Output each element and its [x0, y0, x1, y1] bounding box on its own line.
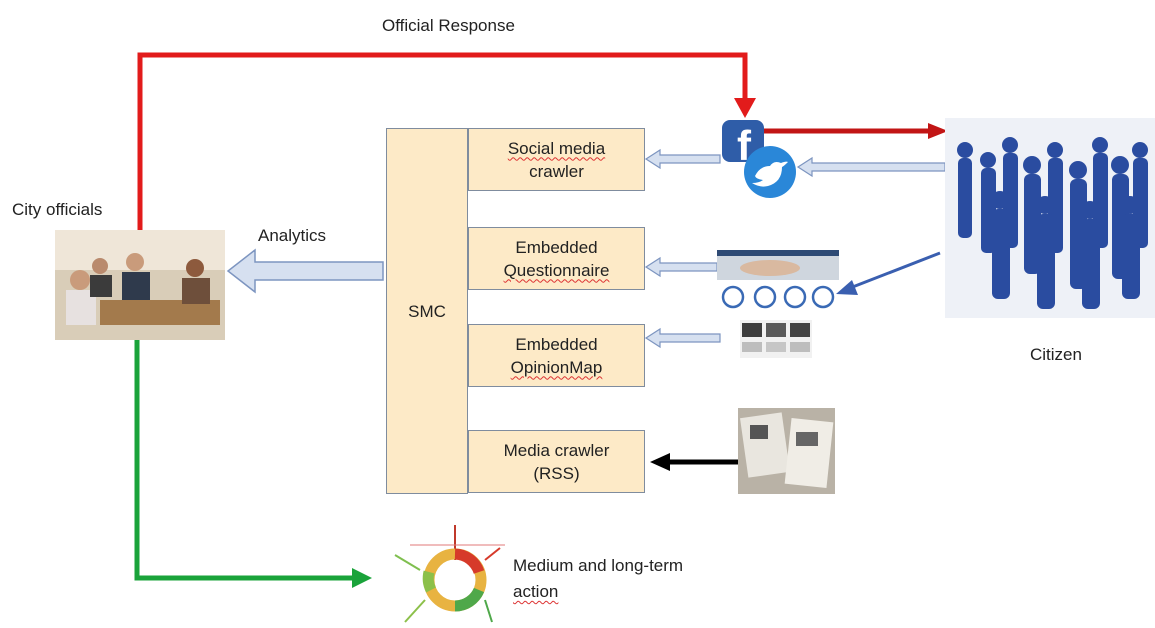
action-label-line1: Medium and long-term — [513, 556, 684, 575]
twitter-icon — [744, 146, 796, 198]
module-line: Embedded — [515, 237, 598, 257]
embedded-questionnaire-box: Embedded Questionnaire — [468, 227, 645, 290]
analytics-label: Analytics — [258, 226, 327, 245]
citizen-label: Citizen — [1030, 345, 1082, 364]
svg-text:f: f — [737, 122, 752, 169]
module-line: (RSS) — [533, 463, 580, 483]
smc-label: SMC — [408, 301, 446, 321]
opinionmap-input-arrow — [644, 327, 721, 349]
opinionmap-screenshot — [740, 320, 812, 358]
action-arrow — [134, 340, 372, 588]
module-line: Questionnaire — [503, 260, 610, 280]
action-label-line2: action — [513, 582, 559, 601]
embedded-opinionmap-box: Embedded OpinionMap — [468, 324, 645, 387]
module-line: OpinionMap — [510, 357, 603, 377]
facebook-icon: f — [722, 120, 764, 169]
action-label: Medium and long-term action — [513, 553, 683, 605]
officials-photo — [55, 230, 225, 340]
twitter-input-arrow — [796, 156, 946, 178]
module-line: Media crawler — [503, 440, 610, 460]
media-crawler-rss-box: Media crawler (RSS) — [468, 430, 645, 493]
official-response-arrow — [137, 52, 756, 230]
response-to-citizen-arrow — [762, 123, 948, 139]
module-line: crawler — [529, 161, 584, 181]
citizen-to-questionnaire-arrow — [836, 251, 941, 295]
questionnaire-input-arrow — [644, 256, 718, 278]
social-media-crawler-box: Social media crawler — [468, 128, 645, 191]
questionnaire-screenshot — [717, 250, 839, 309]
smc-box: SMC — [386, 128, 468, 494]
cycle-icon — [394, 525, 505, 623]
module-line: Social media — [507, 138, 606, 158]
rss-input-arrow — [650, 453, 738, 471]
crawler-input-arrow — [644, 148, 721, 170]
analytics-arrow — [226, 248, 384, 294]
crowd-silhouette — [945, 118, 1155, 318]
city-officials-label: City officials — [12, 200, 103, 219]
newspaper-photo — [738, 408, 835, 494]
official-response-label: Official Response — [382, 16, 515, 35]
module-line: Embedded — [515, 334, 598, 354]
